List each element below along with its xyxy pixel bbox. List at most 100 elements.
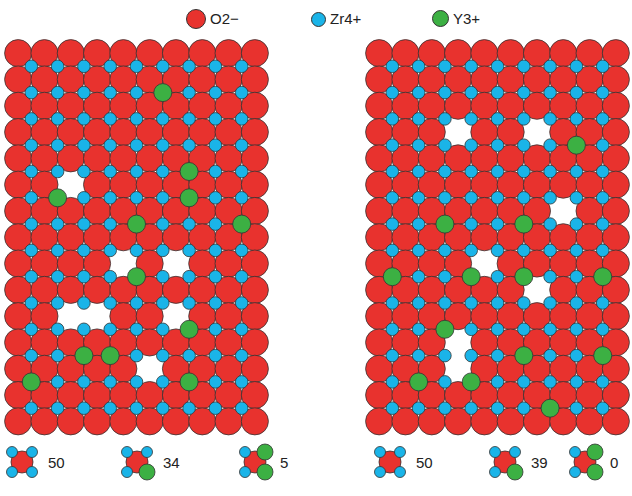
zirconium-ion — [240, 467, 251, 478]
zirconium-ion — [544, 139, 557, 152]
zirconium-ion — [7, 467, 18, 478]
zirconium-ion — [465, 349, 478, 362]
zirconium-ion — [491, 139, 504, 152]
zirconium-ion — [25, 86, 38, 99]
zirconium-ion — [183, 297, 196, 310]
zirconium-ion — [386, 218, 399, 231]
yttrium-ion — [507, 464, 523, 480]
yttrium-ion — [233, 215, 251, 233]
zirconium-ion — [25, 218, 38, 231]
zirconium-ion — [412, 323, 425, 336]
zirconium-ion — [183, 402, 196, 415]
zirconium-ion — [375, 467, 386, 478]
zirconium-ion — [491, 323, 504, 336]
count-label: 50 — [416, 455, 433, 470]
zirconium-ion — [78, 60, 91, 73]
zirconium-ion — [510, 447, 521, 458]
yttrium-ion — [180, 163, 198, 181]
zirconium-ion — [465, 402, 478, 415]
zirconium-ion — [395, 467, 406, 478]
zirconium-ion — [130, 376, 143, 389]
zirconium-ion — [518, 323, 531, 336]
zirconium-ion — [27, 447, 38, 458]
zirconium-ion — [412, 218, 425, 231]
yttrium-ion — [257, 444, 273, 460]
zirconium-ion — [157, 402, 170, 415]
zirconium-ion — [51, 113, 64, 126]
zirconium-ion — [465, 60, 478, 73]
zirconium-ion — [78, 165, 91, 178]
count-label: 0 — [610, 455, 618, 470]
legend-swatch — [311, 12, 326, 27]
yttrium-ion — [515, 268, 533, 286]
zirconium-ion — [439, 376, 452, 389]
zirconium-ion — [122, 467, 133, 478]
yttrium-ion — [180, 320, 198, 338]
zirconium-ion — [130, 244, 143, 257]
zirconium-ion — [183, 218, 196, 231]
zirconium-ion — [78, 402, 91, 415]
zirconium-ion — [51, 218, 64, 231]
zirconium-ion — [51, 402, 64, 415]
zirconium-ion — [25, 139, 38, 152]
zirconium-ion — [78, 297, 91, 310]
zirconium-ion — [518, 165, 531, 178]
yttrium-ion — [180, 373, 198, 391]
yttrium-ion — [567, 136, 585, 154]
yttrium-ion — [75, 347, 93, 365]
zirconium-ion — [235, 60, 248, 73]
zirconium-ion — [544, 165, 557, 178]
zirconium-ion — [412, 165, 425, 178]
zirconium-ion — [544, 218, 557, 231]
zirconium-ion — [490, 447, 501, 458]
zirconium-ion — [157, 270, 170, 283]
yttrium-ion — [180, 189, 198, 207]
zirconium-ion — [544, 192, 557, 205]
zirconium-ion — [157, 323, 170, 336]
zirconium-ion — [412, 297, 425, 310]
yttrium-ion — [49, 189, 67, 207]
zirconium-ion — [518, 297, 531, 310]
zirconium-ion — [386, 113, 399, 126]
zirconium-ion — [104, 192, 117, 205]
zirconium-ion — [544, 349, 557, 362]
zirconium-ion — [465, 86, 478, 99]
yttrium-ion — [383, 268, 401, 286]
zirconium-ion — [25, 113, 38, 126]
zirconium-ion — [209, 139, 222, 152]
zirconium-ion — [596, 192, 609, 205]
count-label: 5 — [280, 455, 288, 470]
zirconium-ion — [209, 270, 222, 283]
yttrium-ion — [594, 347, 612, 365]
zirconium-ion — [209, 86, 222, 99]
zirconium-ion — [570, 297, 583, 310]
zirconium-ion — [518, 376, 531, 389]
yttrium-ion — [128, 215, 146, 233]
zirconium-ion — [386, 323, 399, 336]
zirconium-ion — [596, 113, 609, 126]
zirconium-ion — [570, 402, 583, 415]
zirconium-ion — [209, 349, 222, 362]
zirconium-ion — [544, 244, 557, 257]
yttrium-ion — [515, 347, 533, 365]
zirconium-ion — [130, 60, 143, 73]
zirconium-ion — [104, 297, 117, 310]
legend-text: Y3+ — [453, 11, 480, 26]
zirconium-ion — [386, 86, 399, 99]
zirconium-ion — [490, 467, 501, 478]
zirconium-ion — [439, 86, 452, 99]
zirconium-ion — [412, 244, 425, 257]
zirconium-ion — [439, 244, 452, 257]
zirconium-ion — [25, 60, 38, 73]
zirconium-ion — [570, 113, 583, 126]
zirconium-ion — [209, 192, 222, 205]
zirconium-ion — [491, 218, 504, 231]
zirconium-ion — [412, 402, 425, 415]
zirconium-ion — [51, 323, 64, 336]
yttrium-ion — [436, 320, 454, 338]
zirconium-ion — [412, 192, 425, 205]
zirconium-ion — [491, 297, 504, 310]
zirconium-ion — [491, 376, 504, 389]
zirconium-ion — [544, 376, 557, 389]
